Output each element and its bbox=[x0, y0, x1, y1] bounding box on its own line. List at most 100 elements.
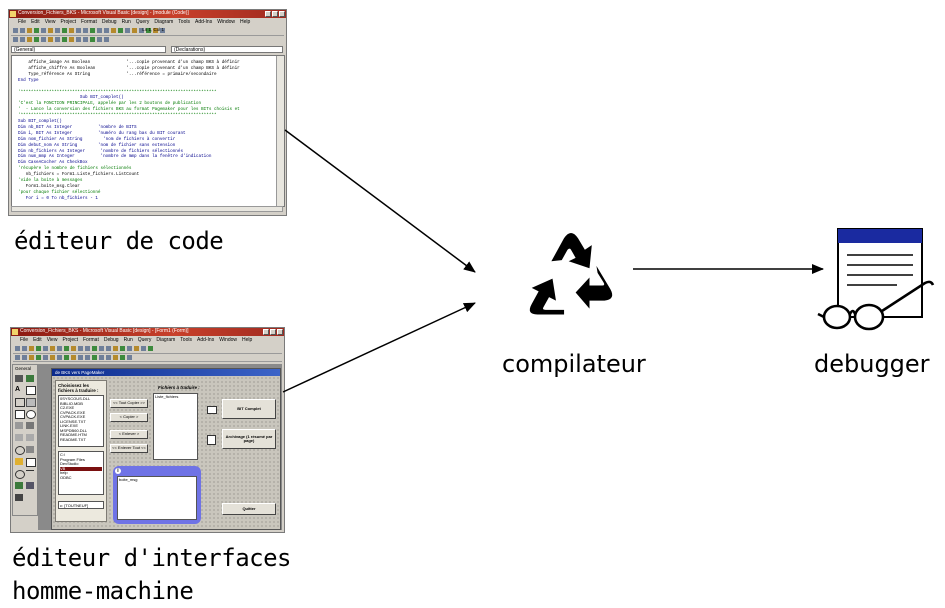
code-vertical-scrollbar[interactable] bbox=[276, 56, 284, 206]
code-menu-item[interactable]: Debug bbox=[101, 19, 117, 25]
label-tool-icon[interactable]: A bbox=[15, 386, 21, 393]
code-menu-item[interactable]: Tools bbox=[178, 19, 190, 25]
gui-menu-item[interactable]: Format bbox=[83, 337, 99, 343]
gui-editor-label-line1: éditeur d'interfaces bbox=[12, 544, 291, 572]
code-menu-item[interactable]: Add-Ins bbox=[194, 19, 213, 25]
code-menu-item[interactable]: File bbox=[18, 19, 27, 25]
remove-all-button[interactable]: << Enlever Tout << bbox=[110, 444, 148, 453]
file-list-item[interactable]: README.HTM bbox=[60, 432, 87, 437]
maximize-icon[interactable] bbox=[272, 11, 278, 17]
message-box[interactable]: boite_msg bbox=[117, 476, 197, 520]
gui-menu-item[interactable]: Window bbox=[219, 337, 238, 343]
minimize-icon[interactable] bbox=[265, 11, 271, 17]
shape-tool-icon[interactable] bbox=[15, 470, 25, 479]
toolbar-icons bbox=[13, 28, 165, 33]
code-pane[interactable]: affiche_image As Boolean '...copie prove… bbox=[11, 55, 285, 207]
timer-tool-icon[interactable] bbox=[15, 446, 25, 455]
bit-complet-button[interactable]: BIT Complet bbox=[222, 399, 276, 419]
gui-menu-item[interactable]: Query bbox=[137, 337, 152, 343]
directory-list-item[interactable]: ODBC bbox=[60, 474, 72, 480]
button-tool-icon[interactable] bbox=[26, 398, 36, 407]
gui-menu-item[interactable]: Diagram bbox=[156, 337, 176, 343]
pointer-tool-icon[interactable] bbox=[15, 375, 23, 382]
gui-menu-item[interactable]: Run bbox=[123, 337, 133, 343]
files-to-translate-list[interactable]: Liste_fichiers bbox=[153, 393, 198, 460]
frame-tool-icon[interactable] bbox=[15, 398, 25, 407]
combo-tool-icon[interactable] bbox=[15, 422, 23, 429]
directory-list-item[interactable]: DevStudio bbox=[60, 461, 79, 466]
gui-menu-item[interactable]: File bbox=[20, 337, 29, 343]
code-line: ' - Lance la conversion des fichiers BKS… bbox=[18, 107, 240, 113]
drive-combo[interactable]: c: [TOUTNEUF] bbox=[58, 501, 104, 509]
code-menu-item[interactable]: Query bbox=[135, 19, 150, 25]
code-menu-item[interactable]: Diagram bbox=[154, 19, 174, 25]
file-list-item[interactable]: BIBLIO.MDB bbox=[60, 400, 83, 406]
object-combo[interactable]: (General) bbox=[11, 46, 166, 53]
code-editor-label: éditeur de code bbox=[14, 227, 224, 255]
file-list-item[interactable]: C2.EXE bbox=[60, 405, 75, 410]
copy-button[interactable]: < Copier > bbox=[110, 413, 148, 422]
drive-tool-icon[interactable] bbox=[26, 446, 34, 453]
dir-tool-icon[interactable] bbox=[15, 458, 23, 465]
picture-tool-icon[interactable] bbox=[26, 375, 34, 382]
file-tool-icon[interactable] bbox=[26, 458, 36, 467]
copy-all-button[interactable]: << Tout Copier >> bbox=[110, 399, 148, 408]
code-line: 'récupère le nombre de fichiers sélectio… bbox=[18, 166, 132, 172]
file-list-item[interactable]: 0SYSCOUS.DLL bbox=[60, 396, 91, 401]
directory-list-item[interactable]: VB bbox=[60, 466, 102, 471]
gui-editor-label-line2: homme-machine bbox=[12, 577, 194, 605]
ole-tool-icon[interactable] bbox=[15, 494, 23, 501]
gui-menu-item[interactable]: Edit bbox=[33, 337, 42, 343]
file-list-item[interactable]: MSPDB60.DLL bbox=[60, 427, 88, 433]
code-horizontal-scrollbar[interactable] bbox=[11, 206, 283, 212]
gui-menu-item[interactable]: Project bbox=[62, 337, 78, 343]
gui-menu-item[interactable]: Tools bbox=[180, 337, 192, 343]
close-icon[interactable] bbox=[279, 11, 285, 17]
code-line: Sub BIT_complet() bbox=[18, 95, 124, 101]
directory-list-item[interactable]: Program Files bbox=[60, 456, 85, 462]
file-list-item[interactable]: LINK.EXE bbox=[60, 423, 79, 428]
directory-list-item[interactable]: C:\ bbox=[60, 452, 66, 457]
maximize-icon[interactable] bbox=[270, 329, 276, 335]
hscroll-tool-icon[interactable] bbox=[15, 434, 23, 441]
remove-button[interactable]: < Enlever > bbox=[110, 430, 148, 439]
file-list-item[interactable]: README.TXT bbox=[60, 436, 86, 442]
code-line: '***************************************… bbox=[18, 113, 217, 119]
procedure-combo[interactable]: (Declarations) bbox=[171, 46, 283, 53]
code-line: Dim CaseACocher As CheckBox bbox=[18, 160, 88, 166]
gui-menu-item[interactable]: View bbox=[46, 337, 58, 343]
image-tool-icon[interactable] bbox=[15, 482, 23, 489]
vscroll-tool-icon[interactable] bbox=[26, 434, 34, 441]
bit-complet-icon bbox=[207, 406, 217, 414]
line-tool-icon[interactable] bbox=[26, 470, 34, 478]
file-list-item[interactable]: LICENSE.TXT bbox=[60, 418, 86, 424]
quit-button[interactable]: Quitter bbox=[222, 503, 276, 515]
code-menu-item[interactable]: Format bbox=[81, 19, 97, 25]
minimize-icon[interactable] bbox=[263, 329, 269, 335]
file-list-item[interactable]: CVPACK.EXE bbox=[60, 409, 86, 415]
code-menu-item[interactable]: Help bbox=[240, 19, 251, 25]
code-menu-item[interactable]: Project bbox=[60, 19, 76, 25]
code-menu-item[interactable]: Window bbox=[217, 19, 236, 25]
file-list-item[interactable]: CVPACK.EXE bbox=[60, 414, 86, 419]
code-menu-item[interactable]: View bbox=[44, 19, 56, 25]
textbox-tool-icon[interactable] bbox=[26, 386, 36, 395]
data-tool-icon[interactable] bbox=[26, 482, 34, 489]
gui-menu-item[interactable]: Add-Ins bbox=[196, 337, 215, 343]
gui-menu-item[interactable]: Help bbox=[242, 337, 253, 343]
checkbox-tool-icon[interactable] bbox=[15, 410, 25, 419]
archive-button[interactable]: Archivage (1 résumé par page) bbox=[222, 429, 276, 449]
code-menu-item[interactable]: Run bbox=[121, 19, 131, 25]
gui-menu-item[interactable]: Debug bbox=[103, 337, 119, 343]
close-icon[interactable] bbox=[277, 329, 283, 335]
form-window[interactable]: de BKS vers PageMaker Choisissez les fic… bbox=[51, 368, 281, 530]
code-menu-item[interactable]: Edit bbox=[31, 19, 40, 25]
directory-list-item[interactable]: help bbox=[60, 470, 68, 475]
list-tool-icon[interactable] bbox=[26, 422, 34, 429]
code-line: Dim nb_fichiers As Integer 'nombre de fi… bbox=[18, 148, 184, 154]
option-tool-icon[interactable] bbox=[26, 410, 36, 419]
code-line: Dim num_mmp As Integer 'nombre de mmp da… bbox=[18, 154, 212, 160]
